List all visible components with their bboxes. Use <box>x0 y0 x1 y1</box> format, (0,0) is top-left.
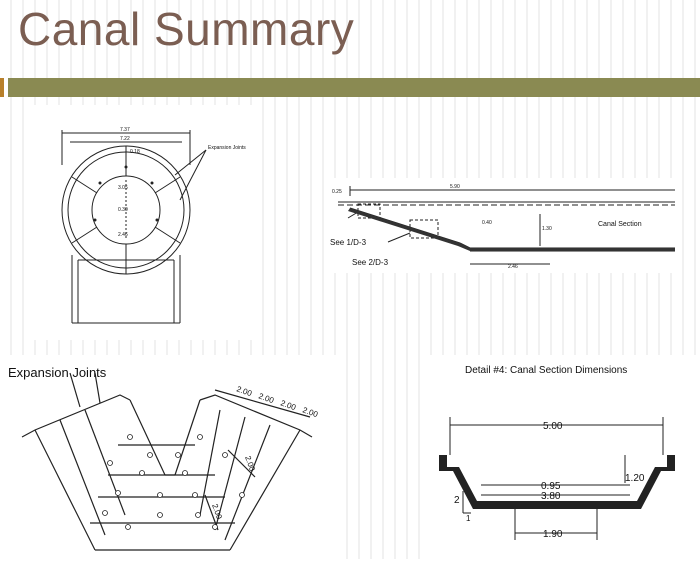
profile-label-canal-section: Canal Section <box>598 221 642 228</box>
plan-dim-d: 2.46 <box>118 232 128 238</box>
profile-see-ref-2: See 2/D-3 <box>352 258 389 267</box>
iso-dim-side-1: 2.00 <box>243 455 257 473</box>
plan-dim-b: 3.05 <box>118 185 128 191</box>
title-divider-bar <box>8 78 700 97</box>
iso-label-expansion-joints: Expansion Joints <box>8 365 107 380</box>
plan-callout-expansion-joints: Expansion Joints <box>208 145 246 151</box>
profile-see-ref-1: See 1/D-3 <box>330 238 367 247</box>
iso-dim-top-4: 2.00 <box>301 405 319 419</box>
profile-view-panel: 0.25 5.90 0.40 1.30 2.46 Canal Section S… <box>330 178 680 273</box>
detail-view-drawing: Detail #4: Canal Section Dimensions 5.00… <box>439 365 675 540</box>
plan-view-drawing: 7.37 7.22 0.18 3.05 0.30 2.46 Expansion … <box>61 127 246 324</box>
slide-title: Canal Summary <box>18 3 355 55</box>
detail-dim-top: 5.00 <box>543 421 563 432</box>
plan-dim-top-inner: 7.22 <box>120 136 130 142</box>
plan-dim-top-outer: 7.37 <box>120 127 130 133</box>
title-bar-accent <box>0 78 4 97</box>
detail-dim-inner: 0.95 <box>541 481 561 492</box>
iso-view-panel: Expansion Joints 2.00 2.00 2.00 2.00 2.0… <box>0 355 340 559</box>
profile-dim-left: 0.25 <box>332 189 342 195</box>
profile-dim-height: 1.30 <box>542 226 552 232</box>
detail-dim-slope-run: 1 <box>466 514 471 523</box>
plan-dim-a: 0.18 <box>130 149 140 155</box>
detail-dim-lip: 1.20 <box>625 473 645 484</box>
detail-dim-slope-rise: 2 <box>454 495 460 506</box>
detail-dim-bottom: 1.90 <box>543 529 563 540</box>
profile-dim-bottom: 2.46 <box>508 264 518 270</box>
detail-title: Detail #4: Canal Section Dimensions <box>465 365 627 376</box>
detail-view-panel: Detail #4: Canal Section Dimensions 5.00… <box>425 355 700 559</box>
profile-view-drawing: 0.25 5.90 0.40 1.30 2.46 Canal Section S… <box>330 184 675 270</box>
profile-dim-span: 5.90 <box>450 184 460 190</box>
iso-view-drawing: Expansion Joints 2.00 2.00 2.00 2.00 2.0… <box>8 365 320 551</box>
detail-dim-floor: 3.80 <box>541 491 561 502</box>
plan-view-panel: 7.37 7.22 0.18 3.05 0.30 2.46 Expansion … <box>30 105 260 340</box>
plan-dim-c: 0.30 <box>118 207 128 213</box>
profile-dim-step: 0.40 <box>482 220 492 226</box>
